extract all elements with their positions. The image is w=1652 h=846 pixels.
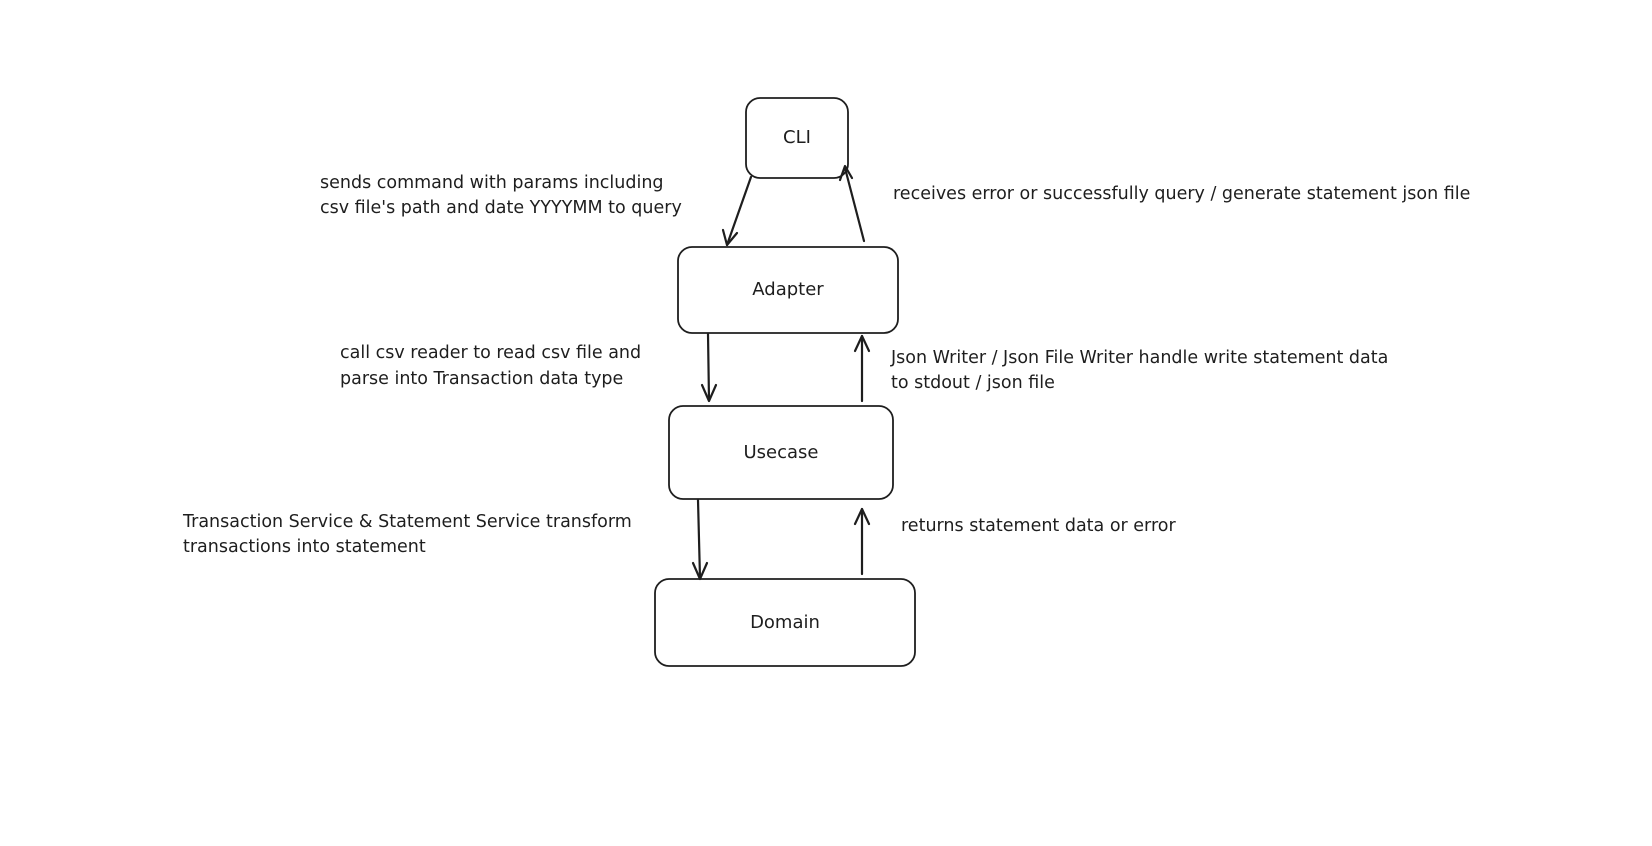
node-usecase[interactable]: Usecase	[668, 405, 894, 500]
node-domain-label: Domain	[750, 612, 820, 633]
edge-adapter-to-usecase	[700, 332, 718, 403]
note-line: receives error or successfully query / g…	[893, 184, 1470, 204]
node-adapter[interactable]: Adapter	[677, 246, 899, 334]
edge-cli-to-adapter	[721, 175, 753, 247]
note-adapter-to-cli: receives error or successfully query / g…	[893, 184, 1470, 204]
node-domain-box	[654, 578, 916, 667]
edge-adapter-to-cli	[838, 164, 866, 243]
note-line: Json Writer / Json File Writer handle wr…	[890, 348, 1388, 368]
note-line: parse into Transaction data type	[340, 369, 623, 389]
note-line: to stdout / json file	[891, 373, 1055, 393]
edge-domain-to-usecase	[853, 507, 871, 576]
node-domain[interactable]: Domain	[654, 578, 916, 667]
node-usecase-label: Usecase	[743, 442, 818, 463]
node-adapter-label: Adapter	[752, 279, 824, 300]
arrowhead-down-icon	[721, 228, 739, 247]
note-line: sends command with params including	[320, 173, 664, 193]
arrowhead-up-icon	[838, 164, 854, 182]
note-cli-to-adapter: sends command with params including csv …	[320, 173, 682, 218]
node-adapter-box	[677, 246, 899, 334]
edge-usecase-to-domain	[691, 498, 709, 581]
note-usecase-to-domain: Transaction Service & Statement Service …	[182, 512, 632, 557]
arrowhead-down-icon	[691, 561, 709, 581]
arrowhead-up-icon	[853, 507, 871, 526]
note-line: Transaction Service & Statement Service …	[182, 512, 632, 532]
edge-usecase-to-adapter	[853, 334, 871, 403]
note-domain-to-usecase: returns statement data or error	[901, 516, 1176, 536]
node-usecase-box	[668, 405, 894, 500]
note-usecase-to-adapter: Json Writer / Json File Writer handle wr…	[890, 348, 1388, 393]
node-cli-label: CLI	[783, 127, 811, 148]
note-adapter-to-usecase: call csv reader to read csv file and par…	[340, 343, 641, 389]
node-cli[interactable]: CLI	[745, 97, 849, 179]
note-line: transactions into statement	[183, 537, 426, 557]
note-line: returns statement data or error	[901, 516, 1176, 536]
note-line: csv file's path and date YYYYMM to query	[320, 198, 682, 218]
arrowhead-up-icon	[853, 334, 871, 353]
node-cli-box	[745, 97, 849, 179]
note-line: call csv reader to read csv file and	[340, 343, 641, 363]
arrowhead-down-icon	[700, 383, 718, 403]
